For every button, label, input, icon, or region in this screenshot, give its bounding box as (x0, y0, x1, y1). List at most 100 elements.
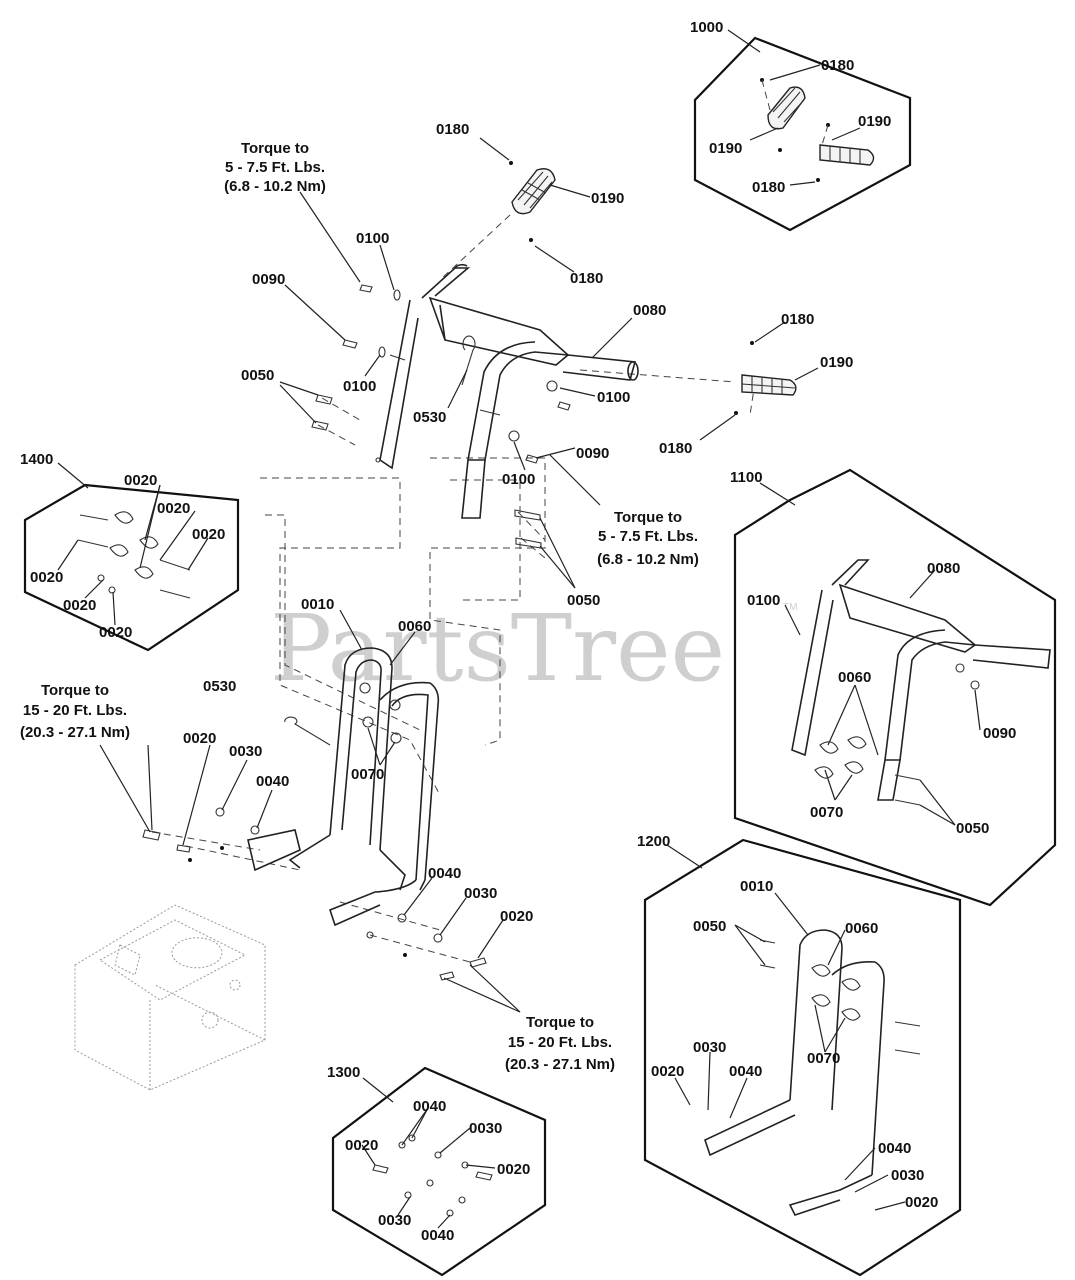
torque-note-line: (6.8 - 10.2 Nm) (224, 178, 326, 195)
torque-note-line: (20.3 - 27.1 Nm) (20, 724, 130, 741)
callout-0030: 0030 (464, 885, 497, 902)
callout-0020: 0020 (497, 1161, 530, 1178)
torque-note-line: (6.8 - 10.2 Nm) (597, 551, 699, 568)
watermark-text: PartsTree (270, 595, 725, 702)
callout-1200: 1200 (637, 833, 670, 850)
kit-1400-contents (77, 511, 191, 599)
callout-0100: 0100 (356, 230, 389, 247)
callout-0190: 0190 (591, 190, 624, 207)
callout-1400: 1400 (20, 451, 53, 468)
callout-0090: 0090 (252, 271, 285, 288)
torque-note-line: 15 - 20 Ft. Lbs. (23, 702, 127, 719)
torque-note-line: 5 - 7.5 Ft. Lbs. (225, 159, 325, 176)
kit-leader-lines (57, 29, 796, 1103)
callout-0040: 0040 (256, 773, 289, 790)
callout-0030: 0030 (693, 1039, 726, 1056)
callout-0090: 0090 (576, 445, 609, 462)
kit-1300-outline (331, 1066, 547, 1277)
callout-0070: 0070 (810, 804, 843, 821)
callout-0040: 0040 (428, 865, 461, 882)
watermark-tm: TM (783, 602, 797, 613)
callout-0030: 0030 (378, 1212, 411, 1229)
fasteners-top (311, 161, 754, 549)
callout-0020: 0020 (30, 569, 63, 586)
callout-0050: 0050 (567, 592, 600, 609)
callout-0020: 0020 (345, 1137, 378, 1154)
callout-0040: 0040 (729, 1063, 762, 1080)
callout-0020: 0020 (124, 472, 157, 489)
grip-right (741, 374, 797, 396)
torque-note-line: Torque to (41, 682, 109, 699)
callout-1000: 1000 (690, 19, 723, 36)
callout-0530: 0530 (413, 409, 446, 426)
kit-1200-contents (704, 929, 921, 1216)
callout-0180: 0180 (436, 121, 469, 138)
callout-0060: 0060 (398, 618, 431, 635)
callout-0020: 0020 (99, 624, 132, 641)
callout-0080: 0080 (633, 302, 666, 319)
callout-0070: 0070 (807, 1050, 840, 1067)
callout-0070: 0070 (351, 766, 384, 783)
callout-0100: 0100 (747, 592, 780, 609)
callout-0020: 0020 (500, 908, 533, 925)
callout-0020: 0020 (183, 730, 216, 747)
callout-0040: 0040 (413, 1098, 446, 1115)
callout-0180: 0180 (781, 311, 814, 328)
lower-handle (247, 647, 440, 927)
callout-0180: 0180 (752, 179, 785, 196)
callout-0190: 0190 (820, 354, 853, 371)
callout-0030: 0030 (891, 1167, 924, 1184)
callout-0020: 0020 (651, 1063, 684, 1080)
kit-1100-outline (733, 468, 1057, 907)
callout-0100: 0100 (502, 471, 535, 488)
torque-note-bottom: Torque to 15 - 20 Ft. Lbs. (20.3 - 27.1 … (505, 1014, 615, 1073)
callout-0030: 0030 (229, 743, 262, 760)
callout-0050: 0050 (693, 918, 726, 935)
callout-0060: 0060 (845, 920, 878, 937)
callout-0020: 0020 (192, 526, 225, 543)
kit-1400-outline (23, 483, 240, 652)
callout-0020: 0020 (905, 1194, 938, 1211)
callout-0180: 0180 (659, 440, 692, 457)
callout-0080: 0080 (927, 560, 960, 577)
torque-note-top-right: Torque to 5 - 7.5 Ft. Lbs. (6.8 - 10.2 N… (597, 509, 699, 568)
callout-0090: 0090 (983, 725, 1016, 742)
callout-0010: 0010 (740, 878, 773, 895)
fasteners-lower (142, 807, 487, 981)
callout-0100: 0100 (597, 389, 630, 406)
callout-labels: 1000 0180 0190 0190 0180 0180 0190 0180 … (20, 19, 1016, 1244)
callout-0040: 0040 (878, 1140, 911, 1157)
callout-0050: 0050 (241, 367, 274, 384)
machine-frame (74, 904, 266, 1091)
kit-1100-contents (791, 559, 1051, 806)
torque-note-line: Torque to (241, 140, 309, 157)
callout-leaders (57, 64, 981, 1229)
callout-1300: 1300 (327, 1064, 360, 1081)
torque-note-mid-left: Torque to 15 - 20 Ft. Lbs. (20.3 - 27.1 … (20, 682, 130, 741)
callout-0180: 0180 (821, 57, 854, 74)
grip-top (511, 168, 556, 215)
callout-0010: 0010 (301, 596, 334, 613)
callout-0060: 0060 (838, 669, 871, 686)
callout-0020: 0020 (157, 500, 190, 517)
callout-0100: 0100 (343, 378, 376, 395)
callout-0040: 0040 (421, 1227, 454, 1244)
torque-note-line: Torque to (526, 1014, 594, 1031)
callout-0190: 0190 (858, 113, 891, 130)
kit-1300-contents (372, 1134, 493, 1217)
kit-1200-outline (643, 838, 962, 1277)
callout-0180: 0180 (570, 270, 603, 287)
callout-0030: 0030 (469, 1120, 502, 1137)
callout-0530: 0530 (203, 678, 236, 695)
torque-note-line: (20.3 - 27.1 Nm) (505, 1056, 615, 1073)
torque-note-top-left: Torque to 5 - 7.5 Ft. Lbs. (6.8 - 10.2 N… (224, 140, 326, 195)
callout-1100: 1100 (730, 469, 763, 486)
callout-0050: 0050 (956, 820, 989, 837)
callout-0020: 0020 (63, 597, 96, 614)
torque-note-line: Torque to (614, 509, 682, 526)
callout-0190: 0190 (709, 140, 742, 157)
kit-1000-outline (693, 36, 912, 232)
torque-note-line: 5 - 7.5 Ft. Lbs. (598, 528, 698, 545)
upper-handle (375, 263, 639, 519)
